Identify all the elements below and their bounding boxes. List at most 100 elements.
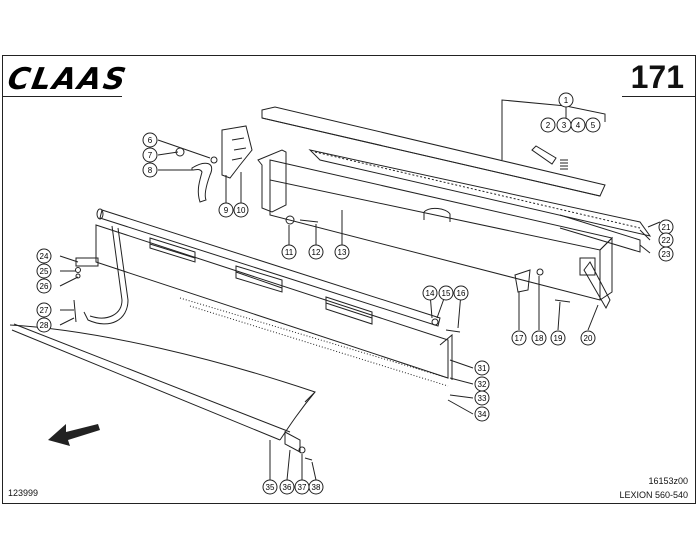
callout-17: 17 [511,330,527,346]
callout-34: 34 [474,406,490,422]
callout-label: 12 [312,248,321,257]
callout-11: 11 [281,244,297,260]
callout-38: 38 [308,479,324,495]
callout-label: 21 [662,223,671,232]
page-number: 171 [630,59,684,95]
callout-label: 27 [40,306,49,315]
callout-16: 16 [453,285,469,301]
callout-label: 26 [40,282,49,291]
callout-1: 1 [558,92,574,108]
clip-24 [75,257,99,267]
callout-26: 26 [36,278,52,294]
callout-8: 8 [142,162,158,178]
callout-22: 22 [658,232,674,248]
callout-label: 2 [546,121,551,130]
callout-28: 28 [36,317,52,333]
callout-label: 4 [576,121,581,130]
callout-18: 18 [531,330,547,346]
lever-part [191,162,213,203]
callout-32: 32 [474,376,490,392]
trough-housing-part [269,159,613,301]
callout-label: 1 [564,96,569,105]
callout-label: 24 [40,252,49,261]
callout-label: 3 [562,121,567,130]
callout-label: 17 [515,334,524,343]
callout-4: 4 [570,117,586,133]
washer-18 [536,268,544,276]
callout-label: 5 [591,121,596,130]
drawing-ref: 123999 [8,488,39,498]
callout-label: 18 [535,334,544,343]
washer-37 [298,446,306,454]
callout-label: 22 [662,236,671,245]
pin-part [531,145,557,165]
washer-6 [210,156,218,164]
callout-label: 19 [554,334,563,343]
callout-label: 6 [148,136,153,145]
callout-label: 37 [298,483,307,492]
callout-7: 7 [142,147,158,163]
callout-23: 23 [658,246,674,262]
callout-12: 12 [308,244,324,260]
callout-25: 25 [36,263,52,279]
callout-10: 10 [233,202,249,218]
model-label: LEXION 560-540 [619,490,688,500]
callout-27: 27 [36,302,52,318]
callout-label: 8 [148,166,153,175]
spring-part [560,159,568,170]
bolt-38 [304,457,313,461]
callout-label: 14 [426,289,435,298]
callout-3: 3 [556,117,572,133]
callout-label: 36 [283,483,292,492]
callout-label: 23 [662,250,671,259]
lower-panel-part [95,224,453,387]
callout-15: 15 [438,285,454,301]
header-rule-right [622,96,696,97]
bracket-part [221,125,253,179]
knob-part [514,269,531,293]
callout-5: 5 [585,117,601,133]
top-cover-part [261,106,606,197]
callout-label: 9 [224,206,229,215]
callout-13: 13 [334,244,350,260]
bolt-19 [554,299,571,303]
callout-label: 7 [148,151,153,160]
direction-arrow-icon [48,424,100,446]
bolt-27 [73,299,77,323]
handle-loop-part [83,227,129,325]
callout-2: 2 [540,117,556,133]
nut-11 [285,215,295,225]
callout-label: 13 [338,248,347,257]
callout-label: 20 [584,334,593,343]
callout-6: 6 [142,132,158,148]
callout-20: 20 [580,330,596,346]
callout-label: 15 [442,289,451,298]
callout-21: 21 [658,219,674,235]
callout-35: 35 [262,479,278,495]
callout-label: 11 [285,248,294,257]
callout-label: 31 [478,364,487,373]
callout-label: 25 [40,267,49,276]
bolt-16 [445,329,461,333]
callout-label: 35 [266,483,275,492]
callout-label: 32 [478,380,487,389]
callout-36: 36 [279,479,295,495]
callout-label: 10 [237,206,246,215]
callout-label: 28 [40,321,49,330]
callout-label: 16 [457,289,466,298]
callout-label: 33 [478,394,487,403]
side-strip-part [308,149,652,253]
drawing-frame [2,55,696,504]
callout-37: 37 [294,479,310,495]
header-rule-left [2,96,122,97]
auger-tube-part [96,208,441,327]
callout-24: 24 [36,248,52,264]
image-ref: 16153z00 [648,476,688,486]
callout-19: 19 [550,330,566,346]
callout-14: 14 [422,285,438,301]
mounting-plate-part [257,149,287,213]
callout-label: 34 [478,410,487,419]
